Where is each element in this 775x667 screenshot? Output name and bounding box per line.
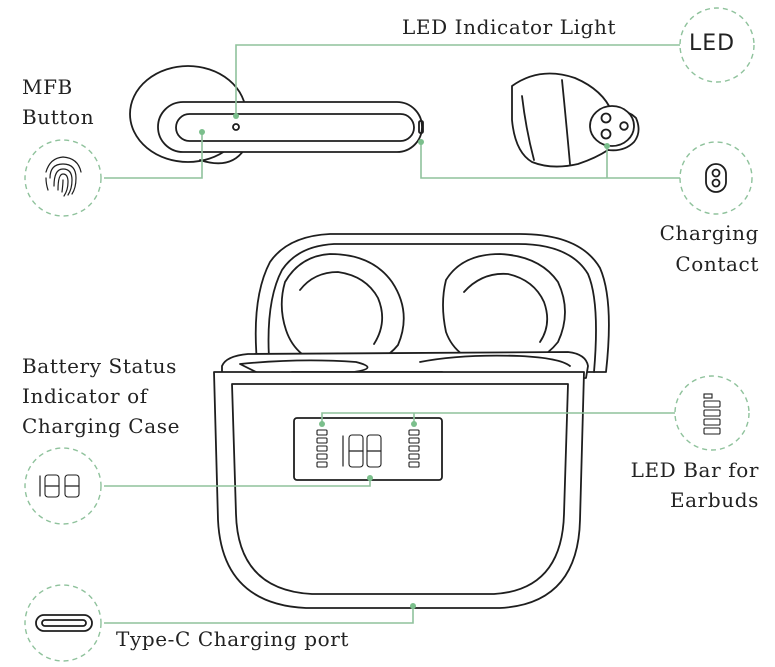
mfb-label-line2: Button bbox=[22, 105, 95, 129]
fingerprint-icon bbox=[24, 139, 102, 217]
battery-status-label-line1: Battery Status bbox=[22, 354, 177, 378]
led-bar-label-line1: LED Bar for bbox=[630, 458, 759, 482]
earbud-inner-view bbox=[511, 72, 640, 168]
battery-status-label-line3: Charging Case bbox=[22, 414, 181, 438]
led-icon-text: LED bbox=[689, 31, 736, 56]
usb-c-port-icon bbox=[24, 584, 102, 662]
left-led-bar bbox=[316, 429, 328, 468]
charging-contact-label-line2: Contact bbox=[675, 252, 759, 276]
right-led-bar bbox=[408, 429, 420, 468]
case-display bbox=[316, 429, 420, 468]
charging-contact-icon bbox=[679, 141, 753, 215]
digit-display bbox=[342, 434, 382, 468]
charging-contact-label-line1: Charging bbox=[659, 221, 759, 245]
earbud-side-view bbox=[129, 65, 424, 165]
led-bar-label-line2: Earbuds bbox=[669, 488, 759, 512]
type-c-label: Type-C Charging port bbox=[116, 627, 350, 651]
battery-status-label-line2: Indicator of bbox=[22, 384, 148, 408]
mfb-label-line1: MFB bbox=[22, 75, 73, 99]
battery-bar-icon bbox=[674, 375, 750, 451]
digital-display-icon bbox=[24, 447, 102, 525]
led-text-icon bbox=[679, 7, 755, 83]
led-indicator-label: LED Indicator Light bbox=[402, 15, 617, 39]
charging-case bbox=[213, 233, 610, 609]
leader-lines bbox=[104, 44, 680, 624]
